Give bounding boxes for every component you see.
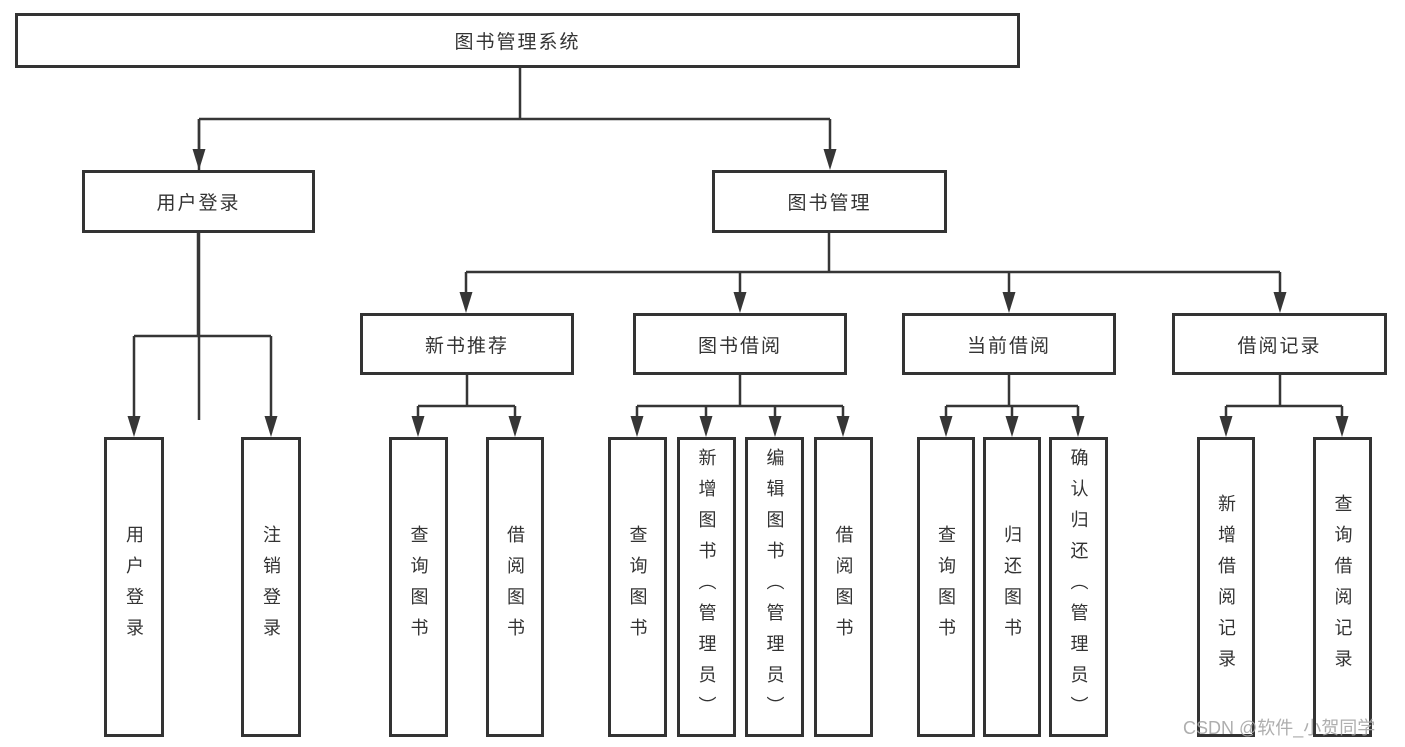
arrowhead-icon: [1002, 292, 1016, 313]
node-current-query-books: 查询图书: [917, 437, 975, 737]
node-borrow-edit-books-admin: 编辑图书（管理员）: [745, 437, 804, 737]
arrowhead-icon: [733, 292, 747, 313]
csdn-watermark: CSDN @软件_小贺同学: [1183, 718, 1376, 738]
arrowhead-icon: [264, 416, 278, 437]
node-label: 图书管理系统: [454, 32, 581, 53]
node-borrow-add-books-admin: 新增图书（管理员）: [677, 437, 736, 737]
arrowhead-icon: [630, 416, 644, 437]
node-newbook-query-books: 查询图书: [389, 437, 448, 737]
node-label: 确认归还（管理员）: [1068, 447, 1089, 727]
node-label: 归还图书: [1002, 525, 1022, 649]
edge-user-login-children: [132, 233, 273, 420]
arrowhead-icon: [823, 149, 837, 170]
node-label: 新书推荐: [424, 335, 509, 357]
arrowhead-icon: [192, 149, 206, 170]
node-record-query-borrow-record: 查询借阅记录: [1313, 437, 1372, 737]
node-new-book-recommend: 新书推荐: [360, 313, 574, 375]
node-label: 新增图书（管理员）: [696, 447, 717, 727]
node-label: 图书借阅: [697, 335, 782, 357]
arrowhead-icon: [459, 292, 473, 313]
node-label: 查询图书: [936, 525, 956, 649]
arrowhead-icon: [939, 416, 953, 437]
arrowhead-icon: [836, 416, 850, 437]
node-label: 查询图书: [627, 525, 648, 649]
node-label: 当前借阅: [966, 335, 1051, 357]
arrowhead-icon: [768, 416, 782, 437]
node-user-login-action: 用户登录: [104, 437, 164, 737]
node-label: 编辑图书（管理员）: [764, 447, 785, 727]
node-label: 用户登录: [124, 525, 144, 649]
arrowhead-icon: [1273, 292, 1287, 313]
edge-book-borrow-children: [635, 375, 845, 420]
arrowhead-icon: [411, 416, 425, 437]
node-book-borrow: 图书借阅: [633, 313, 847, 375]
node-borrow-query-books: 查询图书: [608, 437, 667, 737]
arrowhead-icon: [1335, 416, 1349, 437]
arrowhead-icon: [508, 416, 522, 437]
arrowhead-icon: [1071, 416, 1085, 437]
node-label: 借阅记录: [1237, 335, 1322, 357]
node-record-add-borrow-record: 新增借阅记录: [1197, 437, 1255, 737]
connector-edges: [132, 68, 1344, 420]
node-current-return-books: 归还图书: [983, 437, 1041, 737]
arrowhead-icon: [127, 416, 141, 437]
edge-current-borrow-children: [944, 375, 1080, 420]
arrowhead-icon: [699, 416, 713, 437]
node-borrow-borrow-books: 借阅图书: [814, 437, 873, 737]
edge-root-to-level2: [197, 68, 832, 420]
node-label: 注销登录: [261, 525, 281, 649]
node-label: 用户登录: [156, 193, 241, 214]
node-label: 借阅图书: [833, 525, 854, 649]
node-label: 查询图书: [408, 525, 429, 649]
node-label: 借阅图书: [505, 525, 525, 649]
node-current-borrow: 当前借阅: [902, 313, 1116, 375]
node-user-login: 用户登录: [82, 170, 315, 233]
edge-new-book-children: [416, 375, 517, 420]
arrowhead-icon: [1005, 416, 1019, 437]
node-book-management: 图书管理: [712, 170, 947, 233]
node-current-confirm-return-admin: 确认归还（管理员）: [1049, 437, 1108, 737]
node-label: 新增借阅记录: [1216, 494, 1236, 680]
node-newbook-borrow-books: 借阅图书: [486, 437, 544, 737]
node-label: 图书管理: [787, 193, 872, 214]
arrowheads: [127, 149, 1349, 437]
edge-book-mgmt-children: [464, 233, 1282, 296]
edge-borrow-record-children: [1224, 375, 1344, 420]
node-logout-action: 注销登录: [241, 437, 301, 737]
node-label: 查询借阅记录: [1332, 494, 1353, 680]
node-library-system: 图书管理系统: [15, 13, 1020, 68]
node-borrow-record: 借阅记录: [1172, 313, 1387, 375]
arrowhead-icon: [1219, 416, 1233, 437]
